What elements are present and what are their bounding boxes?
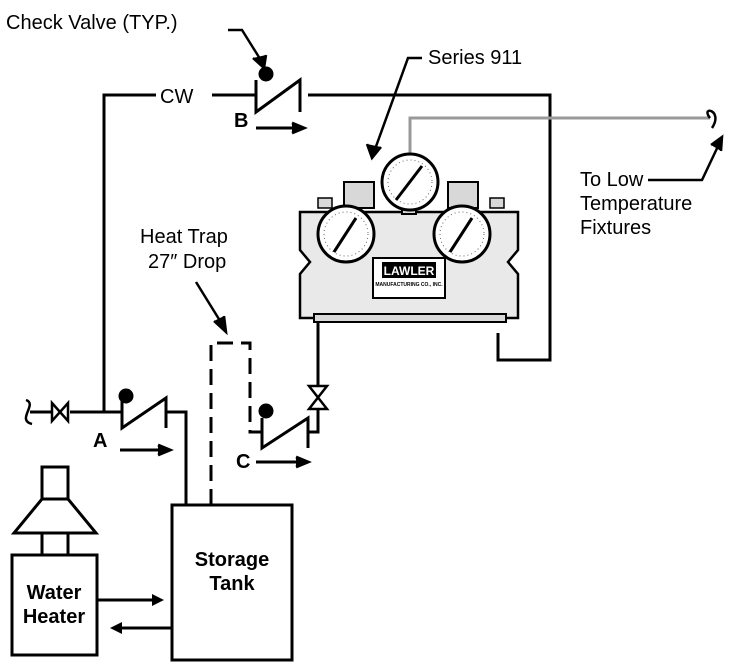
water-heater-label-1: Water xyxy=(27,582,82,604)
storage-label-2: Tank xyxy=(209,573,255,595)
flue-pipe xyxy=(40,531,70,557)
flue-cap xyxy=(40,465,70,501)
break-right-icon xyxy=(706,109,717,129)
flue-hood xyxy=(10,497,100,535)
pipe-a-out xyxy=(166,410,188,505)
inlet-valve-icon xyxy=(50,399,70,425)
valve-base xyxy=(313,313,507,323)
label-b: B xyxy=(234,110,248,132)
check-valve-c-icon xyxy=(256,403,312,469)
right-bolt xyxy=(489,197,505,209)
flow-arrow-to-tank-icon xyxy=(152,594,164,606)
mixing-inlet-valve-icon xyxy=(306,384,330,411)
series-callout xyxy=(372,56,422,153)
right-fitting xyxy=(447,181,479,209)
left-thermometer-icon xyxy=(316,204,376,264)
heat-trap-line-1: Heat Trap xyxy=(140,226,228,248)
left-bolt xyxy=(317,197,333,209)
to-low-line-2: Temperature xyxy=(580,193,692,215)
right-thermometer-icon xyxy=(432,204,492,264)
pipe-c-out xyxy=(308,410,320,434)
cw-label-bg xyxy=(156,84,212,108)
nameplate-maker: MANUFACTURING CO., INC. xyxy=(375,282,443,288)
break-left-icon xyxy=(24,398,33,426)
heat-trap-line-2: 27″ Drop xyxy=(148,251,226,273)
cw-pipe-after-b xyxy=(308,93,552,362)
heat-trap-pipe xyxy=(209,341,262,505)
series-label: Series 911 xyxy=(428,47,522,69)
to-low-line-3: Fixtures xyxy=(580,217,651,239)
callout-arrows xyxy=(194,28,724,336)
check-valve-label: Check Valve (TYP.) xyxy=(6,12,178,34)
water-heater-label-2: Heater xyxy=(23,606,85,628)
left-fitting xyxy=(343,181,375,209)
nameplate-brand: LAWLER xyxy=(384,264,435,278)
check-valve-callout xyxy=(228,28,264,63)
nameplate-brand-box xyxy=(382,262,436,278)
to-low-line-1: To Low xyxy=(580,169,644,191)
top-thermometer-icon xyxy=(380,152,440,212)
check-valve-b-icon xyxy=(254,66,308,135)
series-911-valve: LAWLER MANUFACTURING CO., INC. xyxy=(298,152,520,323)
cw-pipe-vertical xyxy=(102,93,156,412)
outlet-pipe xyxy=(408,116,710,168)
cw-label: CW xyxy=(160,86,193,108)
label-c: C xyxy=(236,451,250,473)
water-heater xyxy=(10,465,100,657)
flow-arrow-to-heater-icon xyxy=(110,622,122,634)
label-a: A xyxy=(93,430,107,452)
storage-label-1: Storage xyxy=(195,549,269,571)
check-valve-a-icon xyxy=(118,388,174,457)
low-temp-callout xyxy=(684,141,722,182)
piping xyxy=(38,93,552,630)
heat-trap-callout xyxy=(194,281,224,325)
storage-tank xyxy=(170,503,294,662)
heater-body xyxy=(10,553,99,657)
